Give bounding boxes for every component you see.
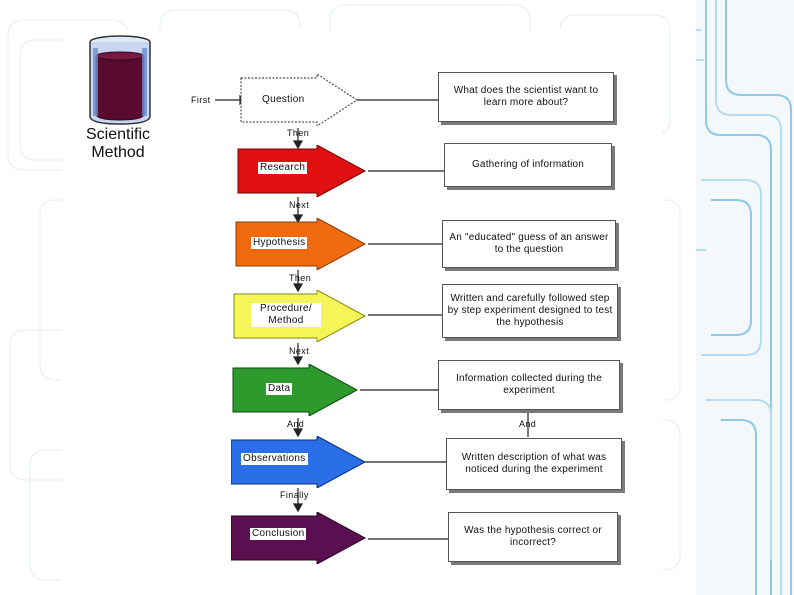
step-data-description: Information collected during the experim… — [438, 360, 620, 410]
step-hypothesis-connector: Next — [289, 200, 310, 210]
step-hypothesis-description: An "educated" guess of an answer to the … — [442, 220, 616, 268]
step-observations-label: Observations — [241, 453, 308, 465]
step-procedure-label: Procedure/ Method — [251, 303, 321, 327]
step-research-description: Gathering of information — [444, 143, 612, 187]
first-label: First — [191, 95, 211, 105]
step-conclusion-connector: Finally — [280, 490, 309, 500]
decorative-side-band — [696, 0, 794, 595]
step-question-label: Question — [260, 94, 307, 106]
step-conclusion-description: Was the hypothesis correct or incorrect? — [448, 512, 618, 562]
step-question-description: What does the scientist want to learn mo… — [438, 72, 614, 122]
step-data-label: Data — [266, 383, 293, 395]
step-data-arrow — [231, 364, 371, 416]
diagram-title: Scientific Method — [85, 126, 151, 161]
beaker-icon — [89, 35, 151, 125]
step-procedure-description: Written and carefully followed step by s… — [442, 284, 618, 338]
step-research-connector: Then — [287, 128, 310, 138]
step-conclusion-label: Conclusion — [250, 528, 307, 540]
step-procedure-connector: Then — [289, 273, 312, 283]
step-hypothesis-label: Hypothesis — [251, 237, 308, 249]
step-data-connector: Next — [289, 346, 310, 356]
step-observations-description: Written description of what was noticed … — [446, 438, 622, 490]
data-observations-and-label: And — [519, 419, 537, 429]
step-observations-connector: And — [287, 419, 305, 429]
step-research-label: Research — [258, 162, 308, 174]
